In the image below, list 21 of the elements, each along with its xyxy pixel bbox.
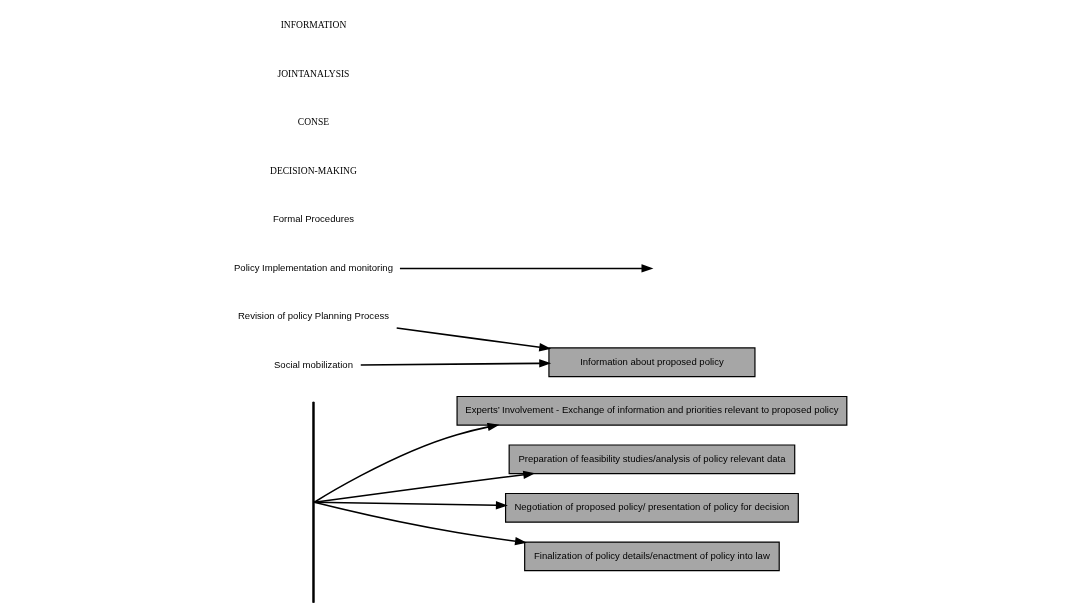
node-text: Revision of policy Planning Process [237, 310, 389, 322]
arrow [313, 501, 508, 510]
node-text: Formal Procedures [272, 213, 355, 225]
label: INFORMATION [280, 19, 347, 31]
arrow [359, 359, 552, 368]
arrow [313, 501, 527, 546]
label: CONSE [297, 116, 330, 128]
arrow [313, 422, 500, 504]
node-box: Finalization of policy details/enactment of policy into law [524, 541, 780, 572]
arrow [313, 470, 536, 504]
label: DECISION-MAKING [270, 164, 357, 176]
node-box: Preparation of feasibility studies/analysis of policy relevant data [508, 444, 796, 475]
arrow [395, 327, 552, 352]
node-text: Policy Implementation and monitoring [234, 261, 393, 273]
label: JOINTANALYSIS [277, 67, 350, 79]
node-box: Information about proposed policy [548, 347, 756, 378]
node-text: Social mobilization [274, 358, 353, 370]
node-box: Negotiation of proposed policy/ presentation of policy for decision [505, 492, 799, 523]
node-bar [312, 401, 315, 603]
arrow [399, 264, 654, 273]
node-box: Experts’ Involvement - Exchange of information and priorities relevant to proposed policy [456, 395, 848, 426]
